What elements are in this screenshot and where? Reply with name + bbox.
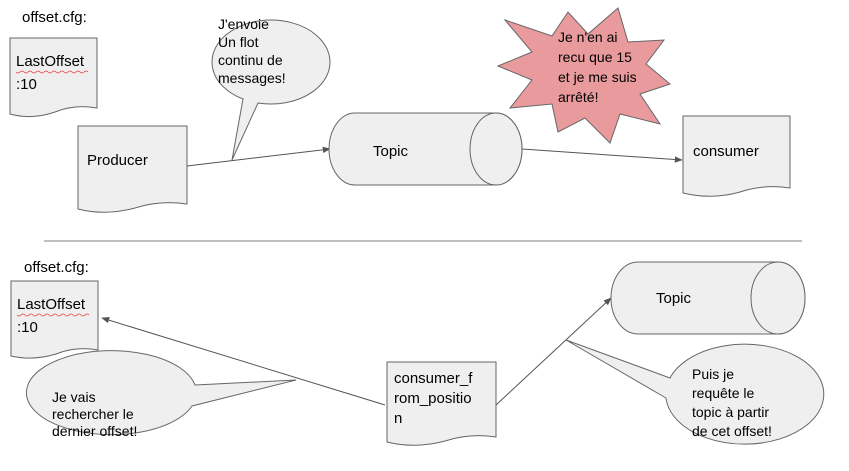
consumer-label: consumer <box>693 143 759 160</box>
producer-to-topic-arrow <box>186 146 331 167</box>
warning-starburst: Je n'en ai recu que 15 et je me suis arr… <box>496 7 672 144</box>
bottom-topic-label: Topic <box>656 290 692 307</box>
star-line-2: recu que 15 <box>558 49 632 65</box>
star-line-1: Je n'en ai <box>558 29 618 45</box>
consumer-to-cfg-arrow <box>101 317 386 406</box>
top-cfg-line-2: :10 <box>16 76 37 93</box>
top-topic-cylinder: Topic <box>328 112 523 186</box>
star-line-4: arrêté! <box>558 89 598 105</box>
bottom-left-speech-callout: Je vais rechercher le dernier offset! <box>25 350 297 439</box>
top-cfg-spell-underline <box>15 70 89 74</box>
top-cfg-line-1: LastOffset <box>16 53 85 70</box>
consumer-document: consumer <box>682 115 791 197</box>
top-callout-line-2: Un flot <box>218 34 259 50</box>
top-cfg-label: offset.cfg: <box>22 9 87 26</box>
topic-to-consumer-arrow <box>521 148 683 163</box>
bottom-cfg-line-1: LastOffset <box>17 296 86 313</box>
star-line-3: et je me suis <box>558 69 637 85</box>
producer-label: Producer <box>87 152 148 169</box>
left-callout-line-3: dernier offset! <box>52 423 137 439</box>
top-callout-line-4: messages! <box>218 70 286 86</box>
top-callout-line-1: J'envoie <box>218 16 269 32</box>
bottom-right-speech-callout: Puis je requête le topic à partir de cet… <box>565 339 825 445</box>
top-topic-label: Topic <box>373 143 409 160</box>
bottom-cfg-line-2: :10 <box>17 319 38 336</box>
consumer-from-position-line-3: n <box>394 410 402 427</box>
right-callout-line-3: topic à partir <box>692 404 769 420</box>
producer-document: Producer <box>77 125 188 213</box>
right-callout-line-4: de cet offset! <box>692 423 772 439</box>
bottom-cfg-document: LastOffset :10 <box>10 280 99 359</box>
bottom-cfg-label: offset.cfg: <box>24 259 89 276</box>
bottom-cfg-spell-underline <box>16 313 90 317</box>
top-speech-callout: J'envoie Un flot continu de messages! <box>211 16 331 161</box>
consumer-from-position-document: consumer_f rom_positio n <box>386 361 497 446</box>
left-callout-line-1: Je vais <box>52 389 96 405</box>
consumer-from-position-line-2: rom_positio <box>394 390 472 407</box>
bottom-topic-cylinder: Topic <box>610 261 806 335</box>
consumer-to-topic-arrow <box>495 297 612 406</box>
top-callout-line-3: continu de <box>218 52 283 68</box>
right-callout-line-1: Puis je <box>692 366 734 382</box>
top-cfg-document: LastOffset :10 <box>9 37 98 118</box>
right-callout-line-2: requête le <box>692 385 754 401</box>
left-callout-line-2: rechercher le <box>52 406 134 422</box>
consumer-from-position-line-1: consumer_f <box>394 370 473 387</box>
